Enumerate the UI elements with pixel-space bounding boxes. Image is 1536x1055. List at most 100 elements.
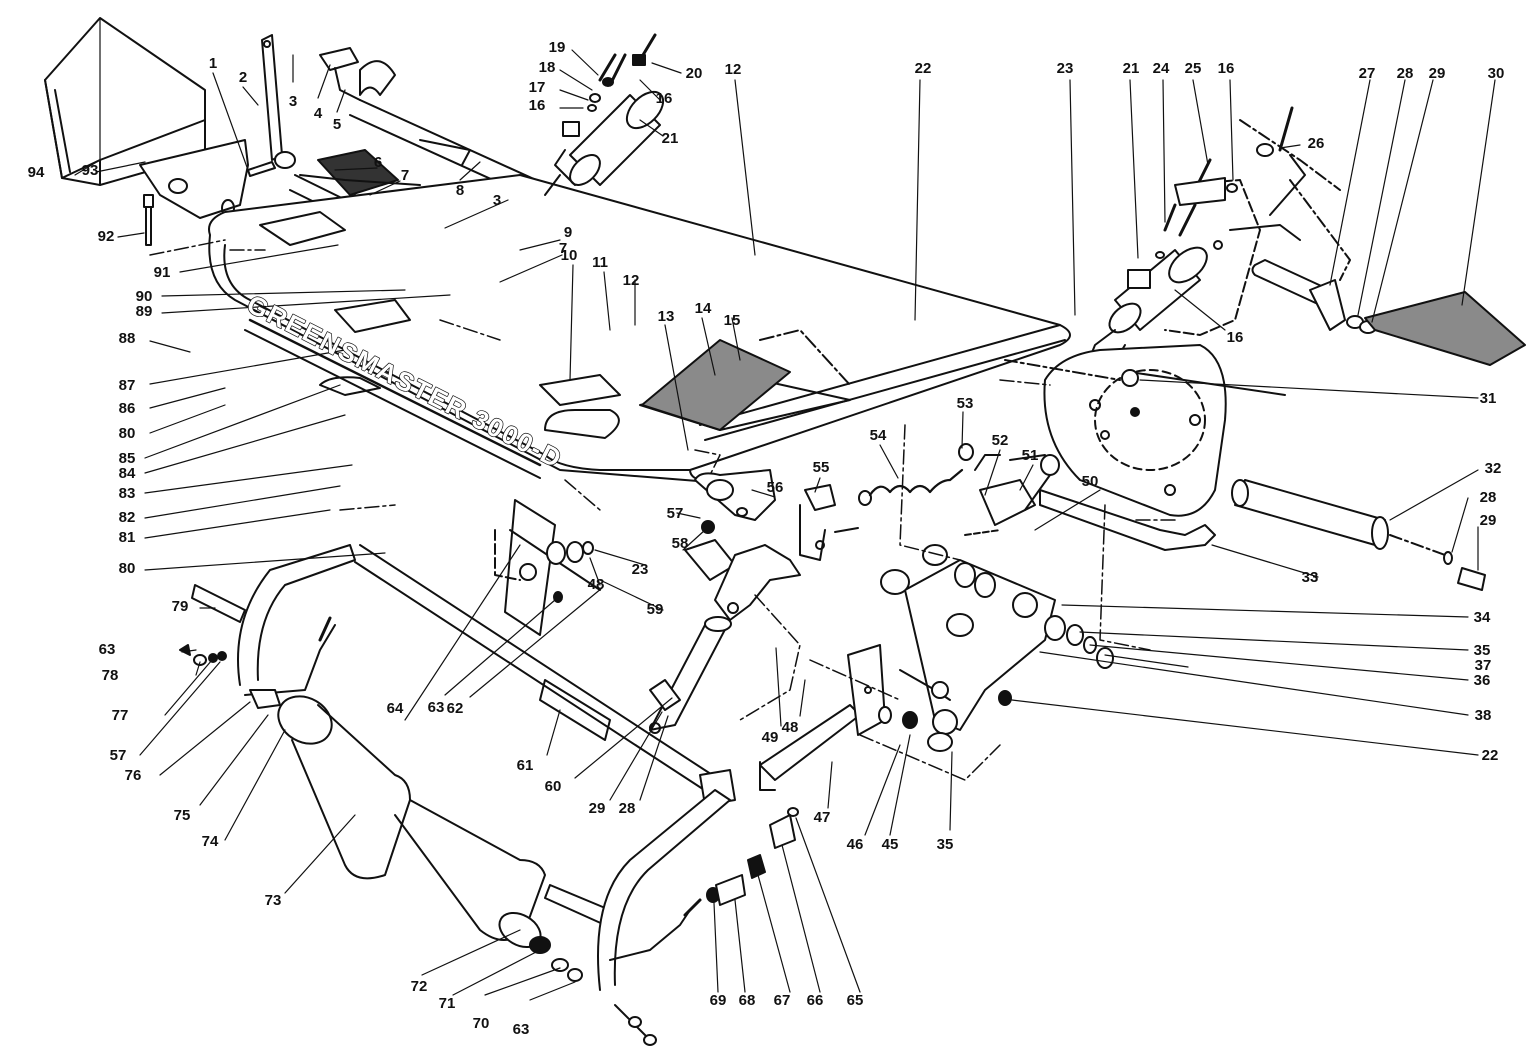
callout-48: 48: [782, 719, 799, 736]
yoke-frame-part: [192, 545, 730, 990]
fitting-group-bottom: [615, 808, 798, 1045]
pivot-bracket-part: [685, 470, 800, 620]
leader-lines: [75, 50, 1495, 1000]
callout-78: 78: [102, 667, 119, 684]
callout-49: 49: [762, 729, 779, 746]
callout-16: 16: [1227, 329, 1244, 346]
callout-9: 9: [564, 224, 572, 241]
callout-82: 82: [119, 509, 136, 526]
callout-22: 22: [1482, 747, 1499, 764]
callout-73: 73: [265, 892, 282, 909]
main-frame-part: [209, 175, 1070, 482]
callout-53: 53: [957, 395, 974, 412]
callout-80: 80: [119, 560, 136, 577]
callout-34: 34: [1474, 609, 1491, 626]
callout-88: 88: [119, 330, 136, 347]
callout-60: 60: [545, 778, 562, 795]
bushing-group-part: [495, 530, 600, 602]
callout-58: 58: [672, 535, 689, 552]
callout-8: 8: [456, 182, 464, 199]
callout-27: 27: [1359, 65, 1376, 82]
callout-76: 76: [125, 767, 142, 784]
callout-17: 17: [529, 79, 546, 96]
callout-92: 92: [98, 228, 115, 245]
callout-21: 21: [662, 130, 679, 147]
callout-31: 31: [1480, 390, 1497, 407]
callout-67: 67: [774, 992, 791, 1009]
callout-61: 61: [517, 757, 534, 774]
callout-59: 59: [647, 601, 664, 618]
callout-57: 57: [667, 505, 684, 522]
callout-50: 50: [1082, 473, 1099, 490]
callout-3: 3: [493, 192, 501, 209]
callout-79: 79: [172, 598, 189, 615]
callout-91: 91: [154, 264, 171, 281]
callout-23: 23: [632, 561, 649, 578]
callout-12: 12: [623, 272, 640, 289]
floor-mat-part: [642, 340, 790, 430]
callout-35: 35: [937, 836, 954, 853]
fitting-group-left: [180, 645, 280, 708]
hidden-centerlines: [150, 240, 1175, 780]
callout-75: 75: [174, 807, 191, 824]
callout-81: 81: [119, 529, 136, 546]
callout-63: 63: [513, 1021, 530, 1038]
callout-63: 63: [99, 641, 116, 658]
callout-28: 28: [619, 800, 636, 817]
callout-70: 70: [473, 1015, 490, 1032]
callout-16: 16: [656, 90, 673, 107]
callout-13: 13: [658, 308, 675, 325]
callout-66: 66: [807, 992, 824, 1009]
pivot-assembly-part: [879, 545, 1113, 751]
callout-20: 20: [686, 65, 703, 82]
callout-80: 80: [119, 425, 136, 442]
callout-36: 36: [1474, 672, 1491, 689]
callout-48: 48: [588, 576, 605, 593]
callout-83: 83: [119, 485, 136, 502]
callout-65: 65: [847, 992, 864, 1009]
callout-38: 38: [1475, 707, 1492, 724]
callout-15: 15: [724, 312, 741, 329]
upright-lever-part: [248, 35, 295, 176]
linkage-assembly: [800, 444, 1059, 560]
callout-46: 46: [847, 836, 864, 853]
callout-7: 7: [401, 167, 409, 184]
callout-71: 71: [439, 995, 456, 1012]
callout-62: 62: [447, 700, 464, 717]
callout-47: 47: [814, 809, 831, 826]
callout-55: 55: [813, 459, 830, 476]
callout-14: 14: [695, 300, 712, 317]
callout-85: 85: [119, 450, 136, 467]
callout-5: 5: [333, 116, 341, 133]
callout-4: 4: [314, 105, 323, 122]
callout-89: 89: [136, 303, 153, 320]
callout-86: 86: [119, 400, 136, 417]
callout-64: 64: [387, 700, 404, 717]
callout-16: 16: [529, 97, 546, 114]
callout-3: 3: [289, 93, 297, 110]
callout-57: 57: [110, 747, 127, 764]
callout-32: 32: [1485, 460, 1502, 477]
callout-56: 56: [767, 479, 784, 496]
callout-7: 7: [559, 240, 567, 257]
callout-37: 37: [1475, 657, 1492, 674]
callout-90: 90: [136, 288, 153, 305]
callout-12: 12: [725, 61, 742, 78]
callout-35: 35: [1474, 642, 1491, 659]
callout-25: 25: [1185, 60, 1202, 77]
callout-29: 29: [1480, 512, 1497, 529]
mount-bracket-part: [140, 140, 248, 218]
callout-21: 21: [1123, 60, 1140, 77]
callout-22: 22: [915, 60, 932, 77]
callout-87: 87: [119, 377, 136, 394]
callout-69: 69: [710, 992, 727, 1009]
callout-1: 1: [209, 55, 217, 72]
callout-77: 77: [112, 707, 129, 724]
callout-84: 84: [119, 465, 136, 482]
callout-29: 29: [1429, 65, 1446, 82]
callout-52: 52: [992, 432, 1009, 449]
transmission-plate-part: [1044, 178, 1300, 516]
callout-93: 93: [82, 162, 99, 179]
